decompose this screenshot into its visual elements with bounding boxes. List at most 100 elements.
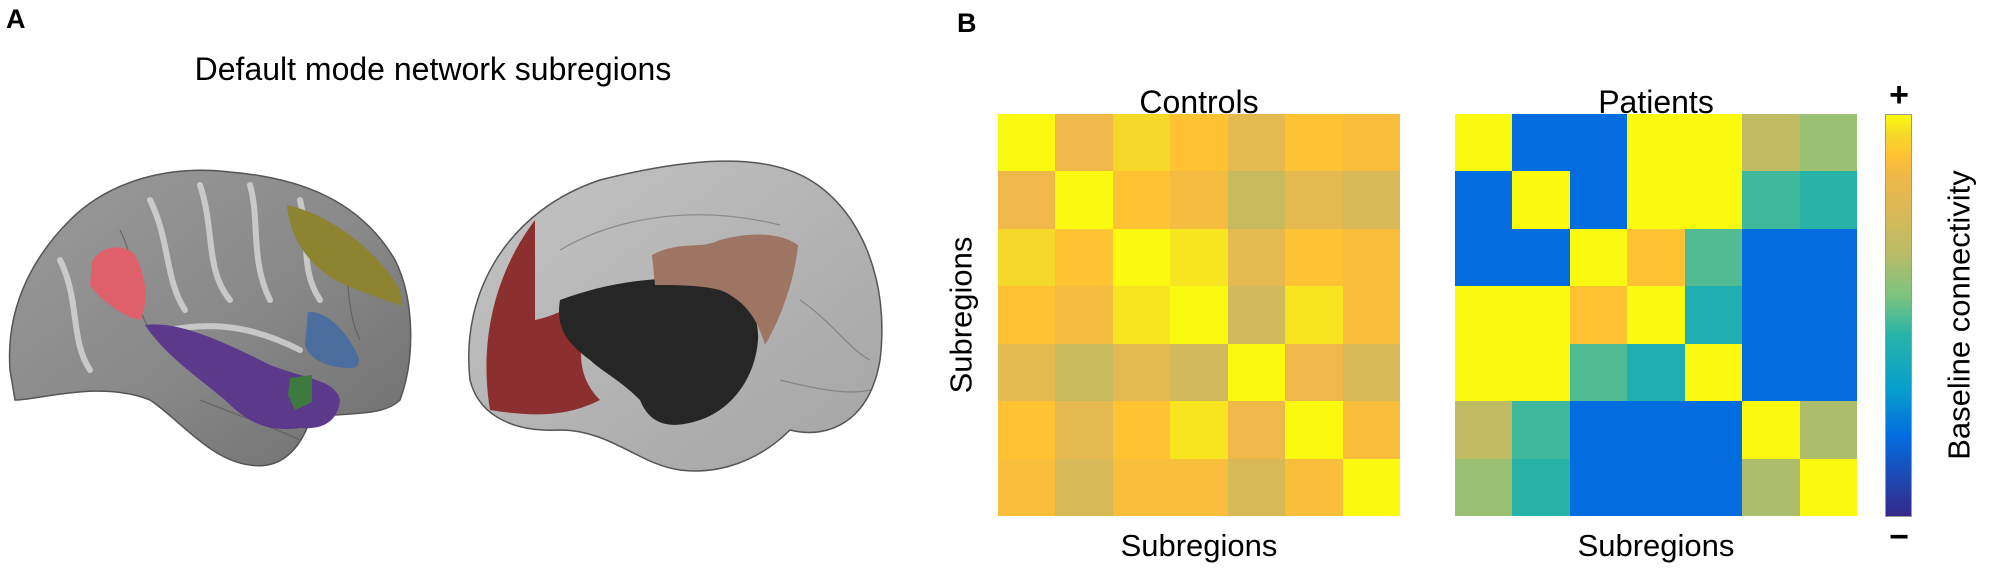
heatmap-cell-r1-c6 — [1742, 114, 1800, 172]
heatmap-cell-r5-c7 — [1342, 343, 1400, 402]
region-black — [559, 278, 759, 425]
heatmap-cell-r3-c1 — [1455, 228, 1513, 287]
heatmap-cell-r7-c7 — [1342, 458, 1400, 516]
region-brown — [652, 234, 798, 345]
heatmap-cell-r5-c1 — [998, 343, 1056, 402]
heatmap-cell-r2-c1 — [998, 171, 1056, 229]
heatmap-cell-r4-c7 — [1799, 286, 1857, 344]
heatmap-cell-r2-c7 — [1799, 171, 1857, 229]
panel-a-title: Default mode network subregions — [194, 51, 672, 87]
heatmap-cell-r1-c2 — [1055, 114, 1113, 172]
heatmap-cell-r6-c2 — [1055, 401, 1113, 459]
heatmap-cell-r7-c3 — [1112, 458, 1171, 516]
heatmap-cell-r5-c6 — [1285, 343, 1343, 402]
heatmap-cell-r7-c4 — [1627, 458, 1685, 516]
heatmap-cell-r3-c3 — [1569, 228, 1628, 287]
colorbar-label: Baseline connectivity — [1941, 170, 1977, 460]
controls-heatmap — [998, 114, 1400, 516]
heatmap-cell-r6-c7 — [1342, 401, 1400, 459]
panel-b-letter: B — [957, 8, 977, 38]
region-green — [288, 375, 312, 410]
heatmap-cell-r5-c5 — [1684, 343, 1743, 402]
heatmap-cell-r3-c5 — [1227, 228, 1286, 287]
controls-x-axis-label: Subregions — [1120, 528, 1278, 563]
heatmap-cell-r2-c4 — [1170, 171, 1228, 229]
heatmap-cell-r4-c5 — [1227, 286, 1286, 344]
heatmap-cell-r3-c2 — [1512, 228, 1570, 287]
heatmap-cell-r4-c6 — [1285, 286, 1343, 344]
heatmap-cell-r7-c3 — [1569, 458, 1628, 516]
heatmap-cell-r6-c1 — [1455, 401, 1513, 459]
heatmap-cell-r4-c5 — [1684, 286, 1743, 344]
heatmap-cell-r3-c6 — [1742, 228, 1800, 287]
brain-illustration — [8, 160, 883, 472]
heatmap-cell-r5-c5 — [1227, 343, 1286, 402]
heatmap-cell-r1-c3 — [1112, 114, 1171, 172]
heatmap-cell-r6-c5 — [1684, 401, 1743, 459]
heatmap-cell-r7-c1 — [998, 458, 1056, 516]
heatmap-cell-r1-c3 — [1569, 114, 1628, 172]
region-blue — [305, 311, 359, 369]
heatmap-cell-r3-c7 — [1342, 228, 1400, 287]
heatmap-cell-r2-c5 — [1227, 171, 1286, 229]
heatmap-cell-r7-c4 — [1170, 458, 1228, 516]
heatmap-cell-r1-c7 — [1799, 114, 1857, 172]
heatmap-cell-r6-c3 — [1112, 401, 1171, 459]
heatmap-cell-r6-c6 — [1742, 401, 1800, 459]
heatmap-cell-r6-c4 — [1170, 401, 1228, 459]
heatmap-cell-r4-c2 — [1512, 286, 1570, 344]
heatmap-cell-r1-c4 — [1170, 114, 1228, 172]
heatmap-cell-r1-c5 — [1684, 114, 1743, 172]
heatmap-cell-r2-c3 — [1112, 171, 1171, 229]
heatmap-cell-r4-c1 — [998, 286, 1056, 344]
heatmap-cell-r5-c4 — [1627, 343, 1685, 402]
heatmap-cell-r3-c7 — [1799, 228, 1857, 287]
heatmap-cell-r5-c7 — [1799, 343, 1857, 402]
heatmap-cell-r3-c4 — [1627, 228, 1685, 287]
heatmap-cell-r6-c4 — [1627, 401, 1685, 459]
heatmap-cell-r5-c2 — [1055, 343, 1113, 402]
controls-title: Controls — [1139, 84, 1259, 120]
heatmap-cell-r2-c5 — [1684, 171, 1743, 229]
heatmap-cell-r5-c4 — [1170, 343, 1228, 402]
heatmap-cell-r6-c7 — [1799, 401, 1857, 459]
heatmap-cell-r1-c1 — [998, 114, 1056, 172]
heatmap-cell-r2-c3 — [1569, 171, 1628, 229]
heatmap-cell-r2-c4 — [1627, 171, 1685, 229]
heatmap-cell-r4-c7 — [1342, 286, 1400, 344]
heatmap-cell-r2-c7 — [1342, 171, 1400, 229]
lateral-brain — [8, 169, 412, 467]
region-pink — [90, 247, 146, 320]
heatmap-cell-r7-c5 — [1684, 458, 1743, 516]
heatmap-cell-r4-c4 — [1627, 286, 1685, 344]
heatmap-cell-r3-c1 — [998, 228, 1056, 287]
heatmap-cell-r7-c2 — [1055, 458, 1113, 516]
heatmap-cell-r4-c1 — [1455, 286, 1513, 344]
heatmap-cell-r6-c6 — [1285, 401, 1343, 459]
heatmap-cell-r1-c6 — [1285, 114, 1343, 172]
heatmap-cell-r1-c2 — [1512, 114, 1570, 172]
heatmap-cell-r3-c5 — [1684, 228, 1743, 287]
heatmap-cell-r3-c6 — [1285, 228, 1343, 287]
panel-a-letter: A — [6, 4, 26, 34]
heatmap-cell-r6-c3 — [1569, 401, 1628, 459]
colorbar-min-label: − — [1889, 518, 1909, 556]
heatmap-cell-r3-c4 — [1170, 228, 1228, 287]
heatmap-cell-r6-c2 — [1512, 401, 1570, 459]
region-olive — [287, 205, 402, 306]
heatmap-cell-r4-c4 — [1170, 286, 1228, 344]
heatmap-cell-r5-c3 — [1569, 343, 1628, 402]
patients-heatmap — [1455, 114, 1857, 516]
region-red — [486, 220, 600, 415]
heatmap-cell-r5-c1 — [1455, 343, 1513, 402]
region-purple — [145, 324, 340, 430]
heatmap-cell-r3-c3 — [1112, 228, 1171, 287]
heatmap-cell-r2-c1 — [1455, 171, 1513, 229]
heatmap-cell-r7-c6 — [1285, 458, 1343, 516]
colorbar — [1885, 114, 1912, 517]
heatmap-cell-r5-c2 — [1512, 343, 1570, 402]
heatmap-cell-r7-c5 — [1227, 458, 1286, 516]
patients-title: Patients — [1598, 84, 1714, 120]
heatmap-cell-r4-c3 — [1569, 286, 1628, 344]
medial-brain — [468, 160, 883, 472]
